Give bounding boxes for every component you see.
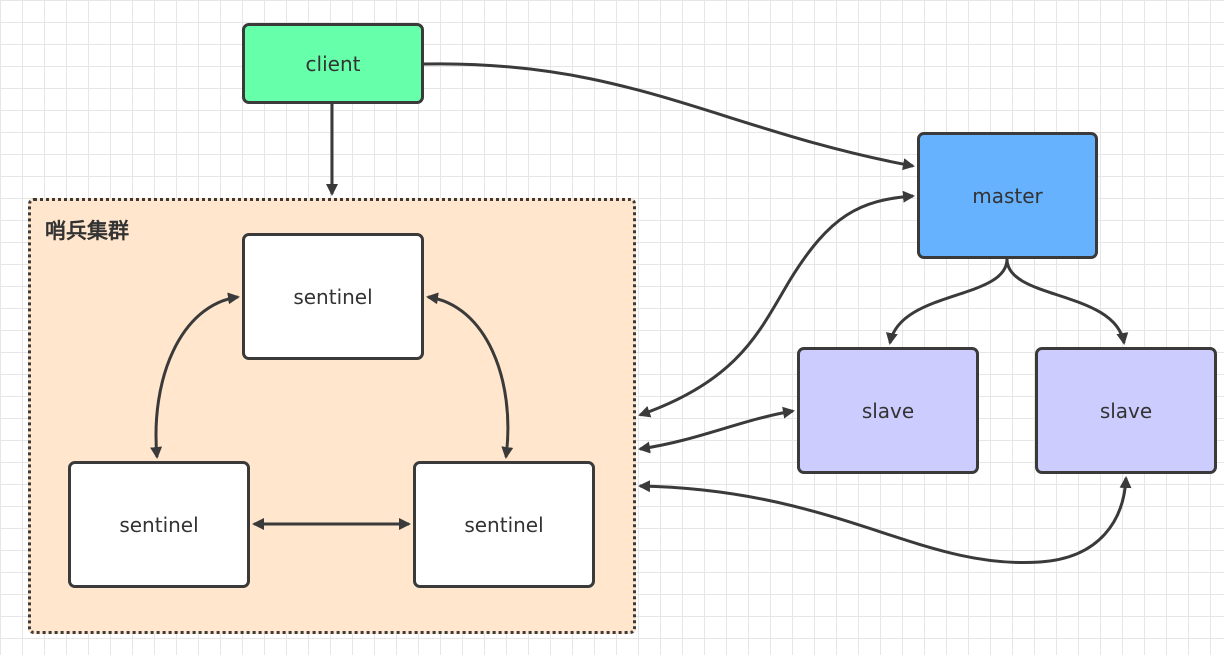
slave-node-2[interactable]: slave [1035,347,1217,474]
client-node-label: client [305,51,361,76]
edge-client-to-master [423,62,915,171]
cluster-title: 哨兵集群 [45,219,129,243]
edge-cluster-slave-1 [638,406,795,454]
edge-sentinel-top-right [426,292,514,459]
sentinel-node-top[interactable]: sentinel [242,233,424,360]
sentinel-node-top-label: sentinel [293,284,373,309]
edge-master-to-slave-1 [885,258,1009,345]
sentinel-node-left-label: sentinel [119,512,199,537]
master-node[interactable]: master [917,132,1098,259]
edge-cluster-slave-2 [638,476,1132,565]
client-node[interactable]: client [242,23,424,104]
edge-master-to-slave-2 [1005,258,1129,345]
master-node-label: master [972,183,1043,208]
sentinel-node-right[interactable]: sentinel [413,461,595,588]
edge-cluster-master [638,190,915,418]
sentinel-node-right-label: sentinel [464,512,544,537]
edge-sentinel-top-left [150,292,240,459]
slave-node-2-label: slave [1099,398,1153,423]
sentinel-node-left[interactable]: sentinel [68,461,250,588]
